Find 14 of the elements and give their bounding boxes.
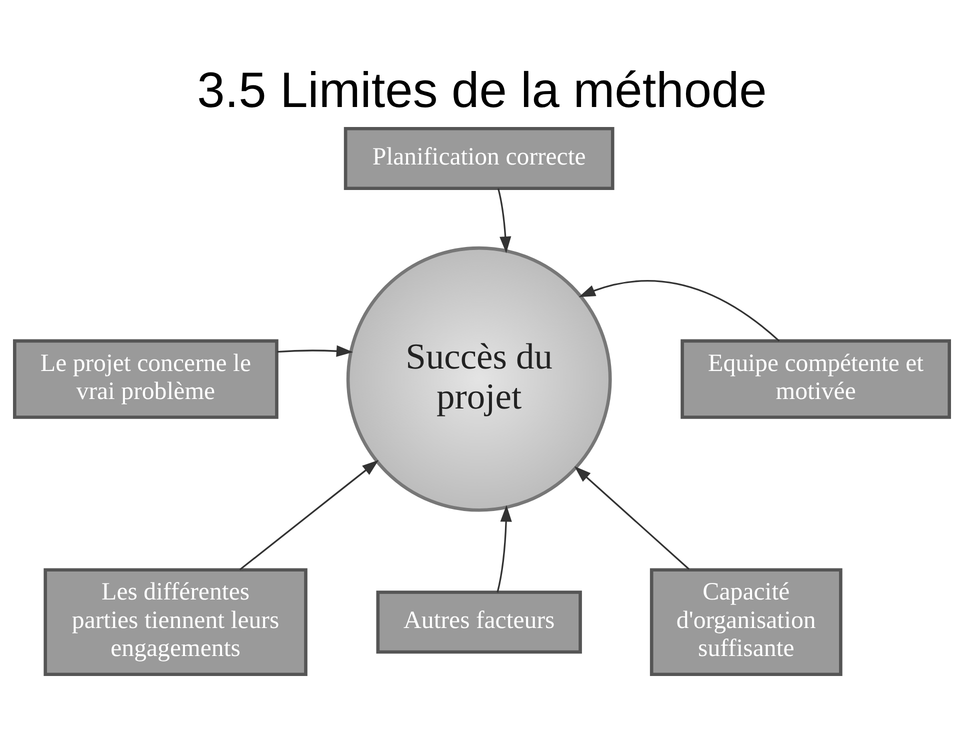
arrow	[574, 466, 690, 570]
arrow	[496, 505, 512, 592]
node-box: Equipe compétente et motivée	[680, 339, 951, 419]
arrow	[239, 460, 379, 570]
diagram-title: 3.5 Limites de la méthode	[197, 62, 767, 118]
arrow	[497, 188, 512, 254]
node-box: Capacité d'organisation suffisante	[650, 568, 842, 676]
arrow	[578, 280, 780, 342]
node-box: Les différentes parties tiennent leurs engagements	[44, 568, 308, 676]
node-box: Le projet concerne le vrai problème	[13, 339, 278, 419]
node-box: Planification correcte	[344, 126, 614, 190]
node-circle: Succès du projet	[346, 246, 612, 512]
node-box: Autres facteurs	[376, 590, 582, 654]
arrow	[277, 345, 354, 357]
